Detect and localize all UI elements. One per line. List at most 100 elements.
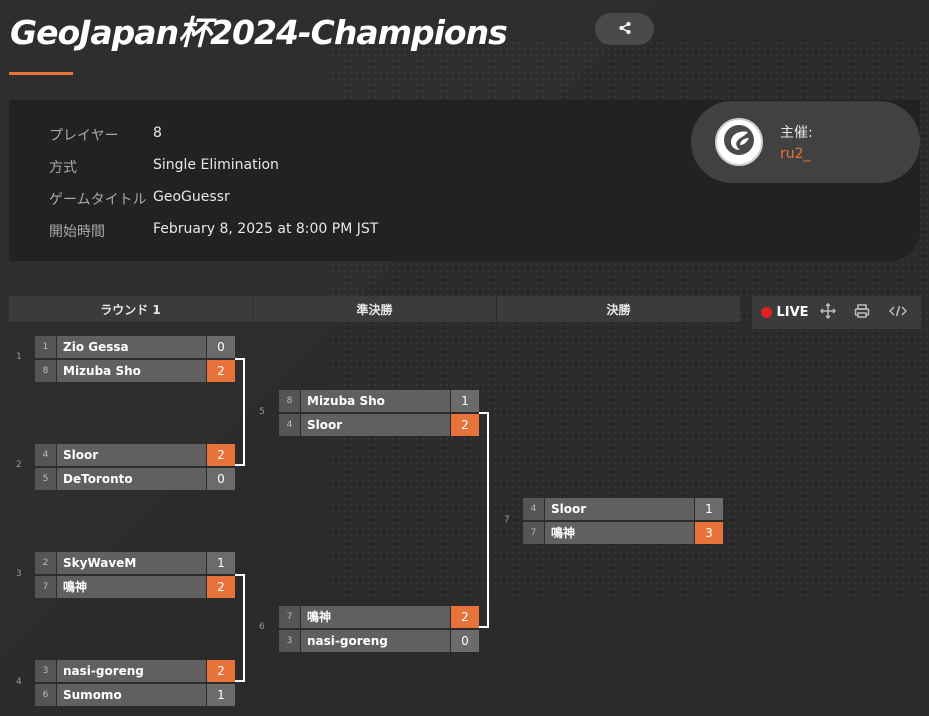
player-name: Zio Gessa (57, 336, 206, 358)
player-name: Sloor (301, 414, 450, 436)
connector-line (235, 358, 245, 360)
player-slot[interactable]: 7 鳴神 3 (523, 522, 723, 544)
connector-line (487, 412, 489, 628)
match-card[interactable]: 7 鳴神 2 3 nasi-goreng 0 (279, 606, 479, 652)
seed-number: 3 (35, 660, 56, 682)
round-header-1: ラウンド 1 (9, 296, 252, 322)
match-number: 1 (16, 352, 22, 362)
connector-line (235, 464, 245, 466)
move-button[interactable] (816, 296, 840, 329)
player-name: DeToronto (57, 468, 206, 490)
seed-number: 8 (279, 390, 300, 412)
live-button[interactable]: LIVE (760, 296, 810, 329)
connector-line (235, 680, 245, 682)
seed-number: 5 (35, 468, 56, 490)
player-score: 2 (451, 414, 479, 436)
player-slot[interactable]: 3 nasi-goreng 2 (35, 660, 235, 682)
player-slot[interactable]: 1 Zio Gessa 0 (35, 336, 235, 358)
match-number: 5 (259, 407, 265, 417)
player-slot[interactable]: 7 鳴神 2 (35, 576, 235, 598)
player-slot[interactable]: 3 nasi-goreng 0 (279, 630, 479, 652)
player-score: 1 (207, 552, 235, 574)
player-score: 1 (451, 390, 479, 412)
logo-icon (722, 123, 756, 161)
player-score: 2 (207, 660, 235, 682)
code-icon (888, 303, 908, 323)
match-card[interactable]: 4 Sloor 2 5 DeToronto 0 (35, 444, 235, 490)
player-slot[interactable]: 2 SkyWaveM 1 (35, 552, 235, 574)
seed-number: 7 (523, 522, 544, 544)
connector-line (479, 412, 489, 414)
round-header-final: 決勝 (497, 296, 740, 322)
print-button[interactable] (850, 296, 874, 329)
seed-number: 1 (35, 336, 56, 358)
seed-number: 4 (35, 444, 56, 466)
seed-number: 4 (523, 498, 544, 520)
player-slot[interactable]: 6 Sumomo 1 (35, 684, 235, 706)
info-label: ゲームタイトル (49, 192, 147, 208)
match-number: 3 (16, 569, 22, 579)
player-slot[interactable]: 8 Mizuba Sho 2 (35, 360, 235, 382)
host-label: 主催: (780, 125, 813, 141)
player-name: 鳴神 (57, 576, 206, 598)
seed-number: 2 (35, 552, 56, 574)
player-slot[interactable]: 5 DeToronto 0 (35, 468, 235, 490)
move-icon (819, 302, 837, 323)
match-card[interactable]: 1 Zio Gessa 0 8 Mizuba Sho 2 (35, 336, 235, 382)
player-score: 2 (451, 606, 479, 628)
seed-number: 6 (35, 684, 56, 706)
player-slot[interactable]: 8 Mizuba Sho 1 (279, 390, 479, 412)
player-slot[interactable]: 4 Sloor 2 (35, 444, 235, 466)
live-label: LIVE (776, 305, 809, 320)
match-number: 6 (259, 622, 265, 632)
info-value: 8 (153, 125, 162, 141)
player-score: 0 (451, 630, 479, 652)
seed-number: 7 (279, 606, 300, 628)
match-card[interactable]: 2 SkyWaveM 1 7 鳴神 2 (35, 552, 235, 598)
info-label: 開始時間 (49, 224, 105, 240)
match-number: 7 (504, 515, 510, 525)
connector-line (235, 574, 245, 576)
player-score: 1 (695, 498, 723, 520)
bracket-toolbar: LIVE (752, 296, 921, 329)
player-score: 2 (207, 360, 235, 382)
info-label: プレイヤー (49, 128, 119, 144)
player-score: 3 (695, 522, 723, 544)
host-avatar[interactable] (715, 118, 763, 166)
print-icon (854, 303, 870, 323)
player-slot[interactable]: 4 Sloor 1 (523, 498, 723, 520)
player-name: Sloor (545, 498, 694, 520)
match-card[interactable]: 4 Sloor 1 7 鳴神 3 (523, 498, 723, 544)
player-name: nasi-goreng (301, 630, 450, 652)
match-card[interactable]: 8 Mizuba Sho 1 4 Sloor 2 (279, 390, 479, 436)
match-number: 2 (16, 460, 22, 470)
host-card[interactable]: 主催: ru2_ (691, 101, 920, 183)
player-name: 鳴神 (545, 522, 694, 544)
connector-line (243, 358, 245, 466)
connector-line (479, 626, 489, 628)
player-slot[interactable]: 4 Sloor 2 (279, 414, 479, 436)
share-button[interactable] (595, 13, 654, 45)
title-underline (9, 72, 73, 75)
player-name: Mizuba Sho (57, 360, 206, 382)
info-value: Single Elimination (153, 157, 279, 173)
live-dot-icon (761, 307, 773, 318)
player-name: 鳴神 (301, 606, 450, 628)
player-slot[interactable]: 7 鳴神 2 (279, 606, 479, 628)
share-icon (618, 20, 632, 39)
seed-number: 4 (279, 414, 300, 436)
player-name: Sloor (57, 444, 206, 466)
player-score: 0 (207, 336, 235, 358)
player-score: 2 (207, 444, 235, 466)
seed-number: 7 (35, 576, 56, 598)
player-name: SkyWaveM (57, 552, 206, 574)
host-name-link[interactable]: ru2_ (780, 146, 811, 162)
embed-button[interactable] (884, 296, 912, 329)
info-value: February 8, 2025 at 8:00 PM JST (153, 221, 379, 237)
match-card[interactable]: 3 nasi-goreng 2 6 Sumomo 1 (35, 660, 235, 706)
connector-line (243, 574, 245, 682)
player-name: Sumomo (57, 684, 206, 706)
player-score: 2 (207, 576, 235, 598)
seed-number: 8 (35, 360, 56, 382)
info-value: GeoGuessr (153, 189, 230, 205)
